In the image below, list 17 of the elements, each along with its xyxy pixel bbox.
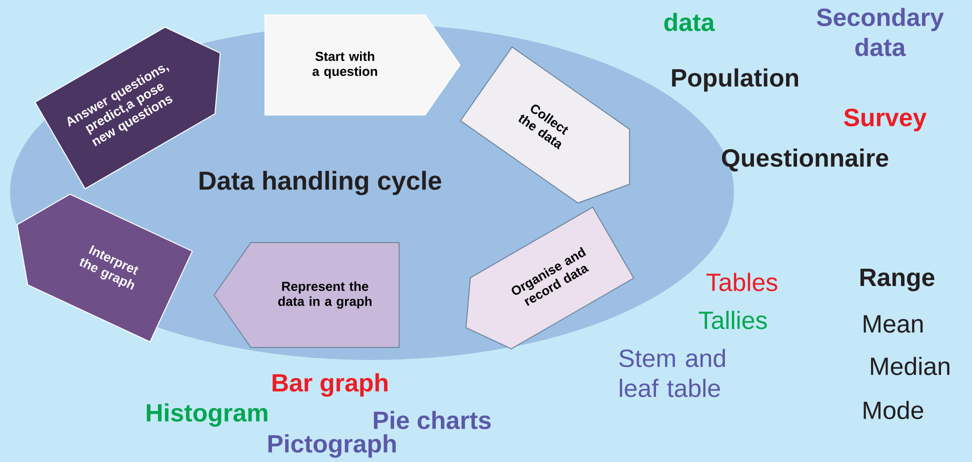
term-label: Survey <box>844 108 927 132</box>
term-label: Tables <box>706 272 778 292</box>
term-label: Median <box>871 356 950 376</box>
term-label: Stem and leaf table <box>619 348 725 398</box>
term-label: Range <box>860 268 934 292</box>
term-label: Secondary data <box>816 8 944 56</box>
term-label: Bar graph <box>272 373 388 397</box>
term-label: Pictograph <box>268 434 396 458</box>
term-label: Tallies <box>698 310 767 330</box>
term-label: Questionnaire <box>722 148 888 172</box>
arrow-box: Start with a question <box>264 14 461 116</box>
term-label: Pie charts <box>374 410 491 430</box>
term-label: Population <box>672 68 798 92</box>
term-label: Mode <box>864 400 924 420</box>
term-label: data <box>664 12 715 32</box>
term-label: Histogram <box>146 403 268 427</box>
term-label: Mean <box>864 315 923 333</box>
